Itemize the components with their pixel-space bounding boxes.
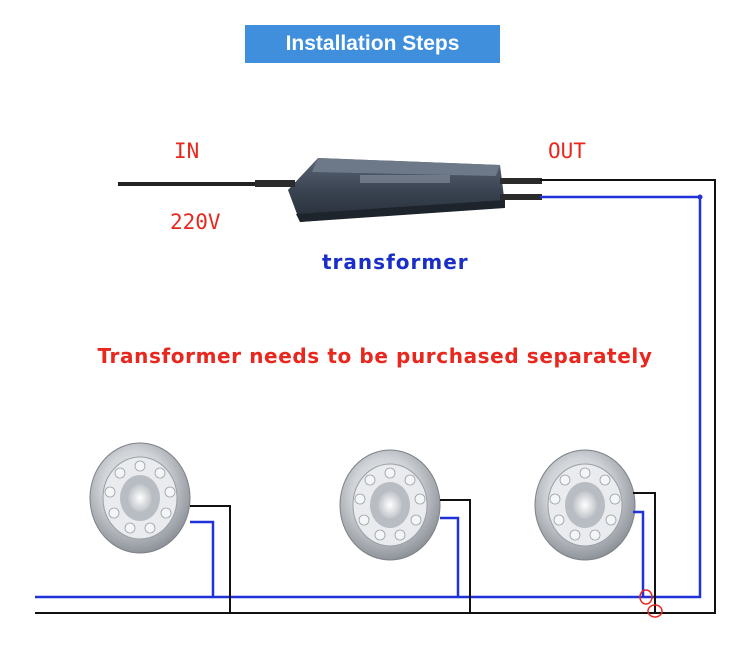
light-3-black-lead <box>633 492 656 613</box>
black-wire-main <box>35 179 716 614</box>
light-2-blue-lead <box>440 516 460 597</box>
voltage-label: 220V <box>170 210 221 234</box>
light-3-blue-lead <box>633 510 645 597</box>
light-2-black-lead <box>440 499 471 613</box>
blue-junction-marker <box>639 589 653 605</box>
fountain-light-2 <box>339 449 441 561</box>
fountain-light-3 <box>534 449 636 561</box>
purchase-note: Transformer needs to be purchased separa… <box>97 344 653 368</box>
black-junction-marker <box>647 604 663 618</box>
blue-wire-main <box>35 195 702 599</box>
transformer-label: transformer <box>322 250 469 274</box>
output-label: OUT <box>548 139 586 163</box>
page-title: Installation Steps <box>245 25 500 63</box>
light-1-blue-lead <box>190 520 215 597</box>
fountain-light-1 <box>89 442 191 554</box>
input-label: IN <box>174 139 200 163</box>
transformer-device <box>255 158 542 222</box>
light-1-black-lead <box>190 505 231 613</box>
